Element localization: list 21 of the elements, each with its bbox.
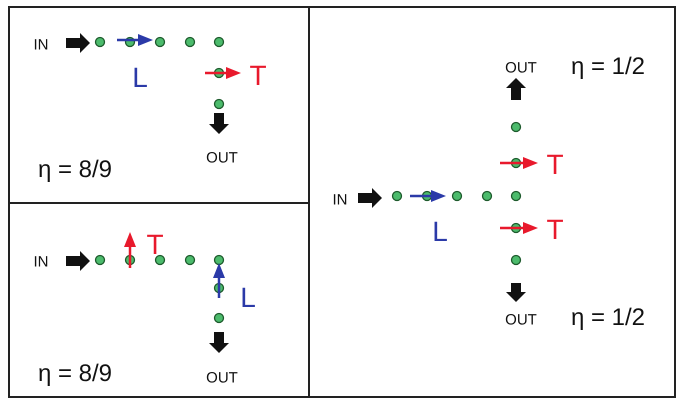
diagram-panel [8, 202, 310, 398]
efficiency-value: η = 8/9 [38, 158, 112, 182]
wave-label: L [240, 284, 256, 312]
diagram-panel [8, 6, 310, 204]
wave-label: L [432, 218, 448, 246]
wave-label: T [546, 151, 564, 179]
wave-label: T [146, 231, 164, 259]
port-label: IN [34, 254, 48, 270]
diagram-panel [308, 6, 676, 398]
wave-label: T [249, 62, 267, 90]
port-label: OUT [206, 370, 238, 386]
efficiency-value: η = 1/2 [570, 306, 646, 330]
wave-label: L [132, 64, 148, 92]
efficiency-value: η = 8/9 [38, 362, 112, 386]
port-label: IN [34, 38, 48, 52]
port-label: IN [332, 192, 348, 208]
efficiency-value: η = 1/2 [570, 55, 646, 79]
port-label: OUT [505, 312, 537, 328]
wave-label: T [546, 216, 564, 244]
port-label: OUT [206, 150, 238, 166]
port-label: OUT [505, 60, 537, 76]
